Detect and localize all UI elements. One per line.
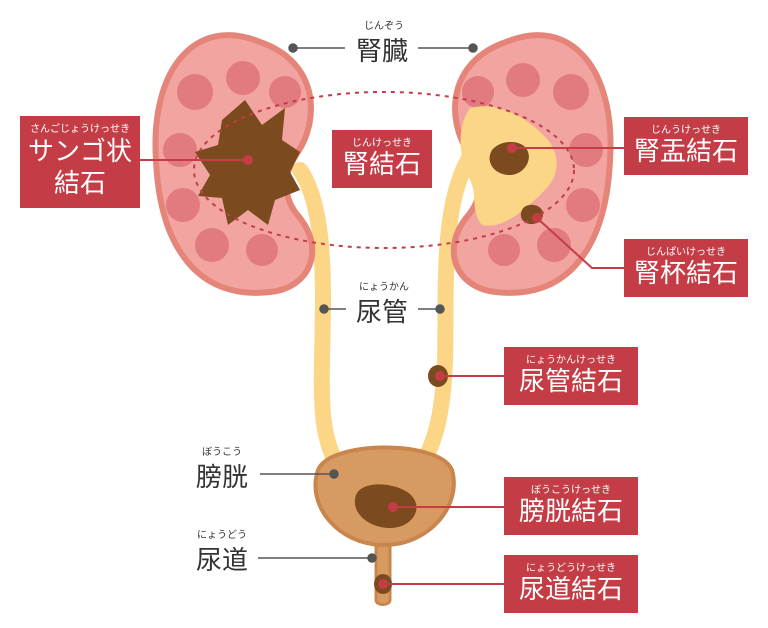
- ureteral-stone-ruby: にょうかんけっせき: [526, 355, 616, 366]
- kidney-stones-group-label: じんけっせき 腎結石: [332, 130, 432, 188]
- coral-stone-ruby: さんごじょうけっせき: [30, 124, 130, 135]
- calyx-stone-label: じんぱいけっせき 腎杯結石: [624, 239, 748, 297]
- kidney-label: 腎臓: [355, 37, 408, 67]
- kidney-stones-group-text: 腎結石: [342, 150, 421, 180]
- urethra-ruby: にょうどう: [197, 530, 247, 541]
- calyx-stone-text: 腎杯結石: [633, 259, 738, 289]
- ureter-label: 尿管: [355, 298, 408, 328]
- left-kidney: [152, 32, 316, 296]
- pelvis-stone: [489, 141, 529, 176]
- right-kidney: [450, 32, 614, 296]
- coral-stone-line2: 結石: [53, 169, 106, 199]
- ureteral-stone-text: 尿管結石: [518, 367, 623, 397]
- bladder-shape: [313, 445, 456, 606]
- kidney-stones-group-ruby: じんけっせき: [352, 138, 412, 149]
- bladder-stone-ruby: ぼうこうけっせき: [531, 485, 611, 496]
- plain-leaders: [258, 43, 478, 563]
- pelvis-stone-label: じんうけっせき 腎盂結石: [624, 117, 748, 175]
- urethral-stone-ruby: にょうどうけっせき: [526, 563, 616, 574]
- urethral-stone-label: にょうどうけっせき 尿道結石: [504, 555, 638, 613]
- bladder-ruby: ぼうこう: [202, 447, 242, 458]
- coral-stone-label: さんごじょうけっせき サンゴ状 結石: [20, 116, 140, 208]
- calyx-stone-ruby: じんぱいけっせき: [646, 247, 726, 258]
- right-ureter: [412, 152, 476, 476]
- pelvis-stone-text: 腎盂結石: [633, 137, 738, 167]
- ureter-ruby: にょうかん: [359, 282, 409, 293]
- pelvis-stone-ruby: じんうけっせき: [651, 125, 721, 136]
- kidney-stones-group-outline: [193, 91, 575, 249]
- bladder-stone: [354, 484, 417, 528]
- stone-leaders: [140, 143, 624, 589]
- bladder-label: 膀胱: [195, 463, 248, 493]
- bladder-stone-label: ぼうこうけっせき 膀胱結石: [504, 477, 638, 535]
- ureteral-stone-label: にょうかんけっせき 尿管結石: [504, 347, 638, 405]
- urethra-label: 尿道: [195, 546, 248, 576]
- bladder-stone-text: 膀胱結石: [518, 497, 623, 527]
- coral-stone-line1: サンゴ状: [27, 137, 132, 167]
- urethral-stone-text: 尿道結石: [518, 575, 623, 605]
- left-ureter: [292, 162, 348, 478]
- kidney-ruby: じんぞう: [364, 21, 404, 32]
